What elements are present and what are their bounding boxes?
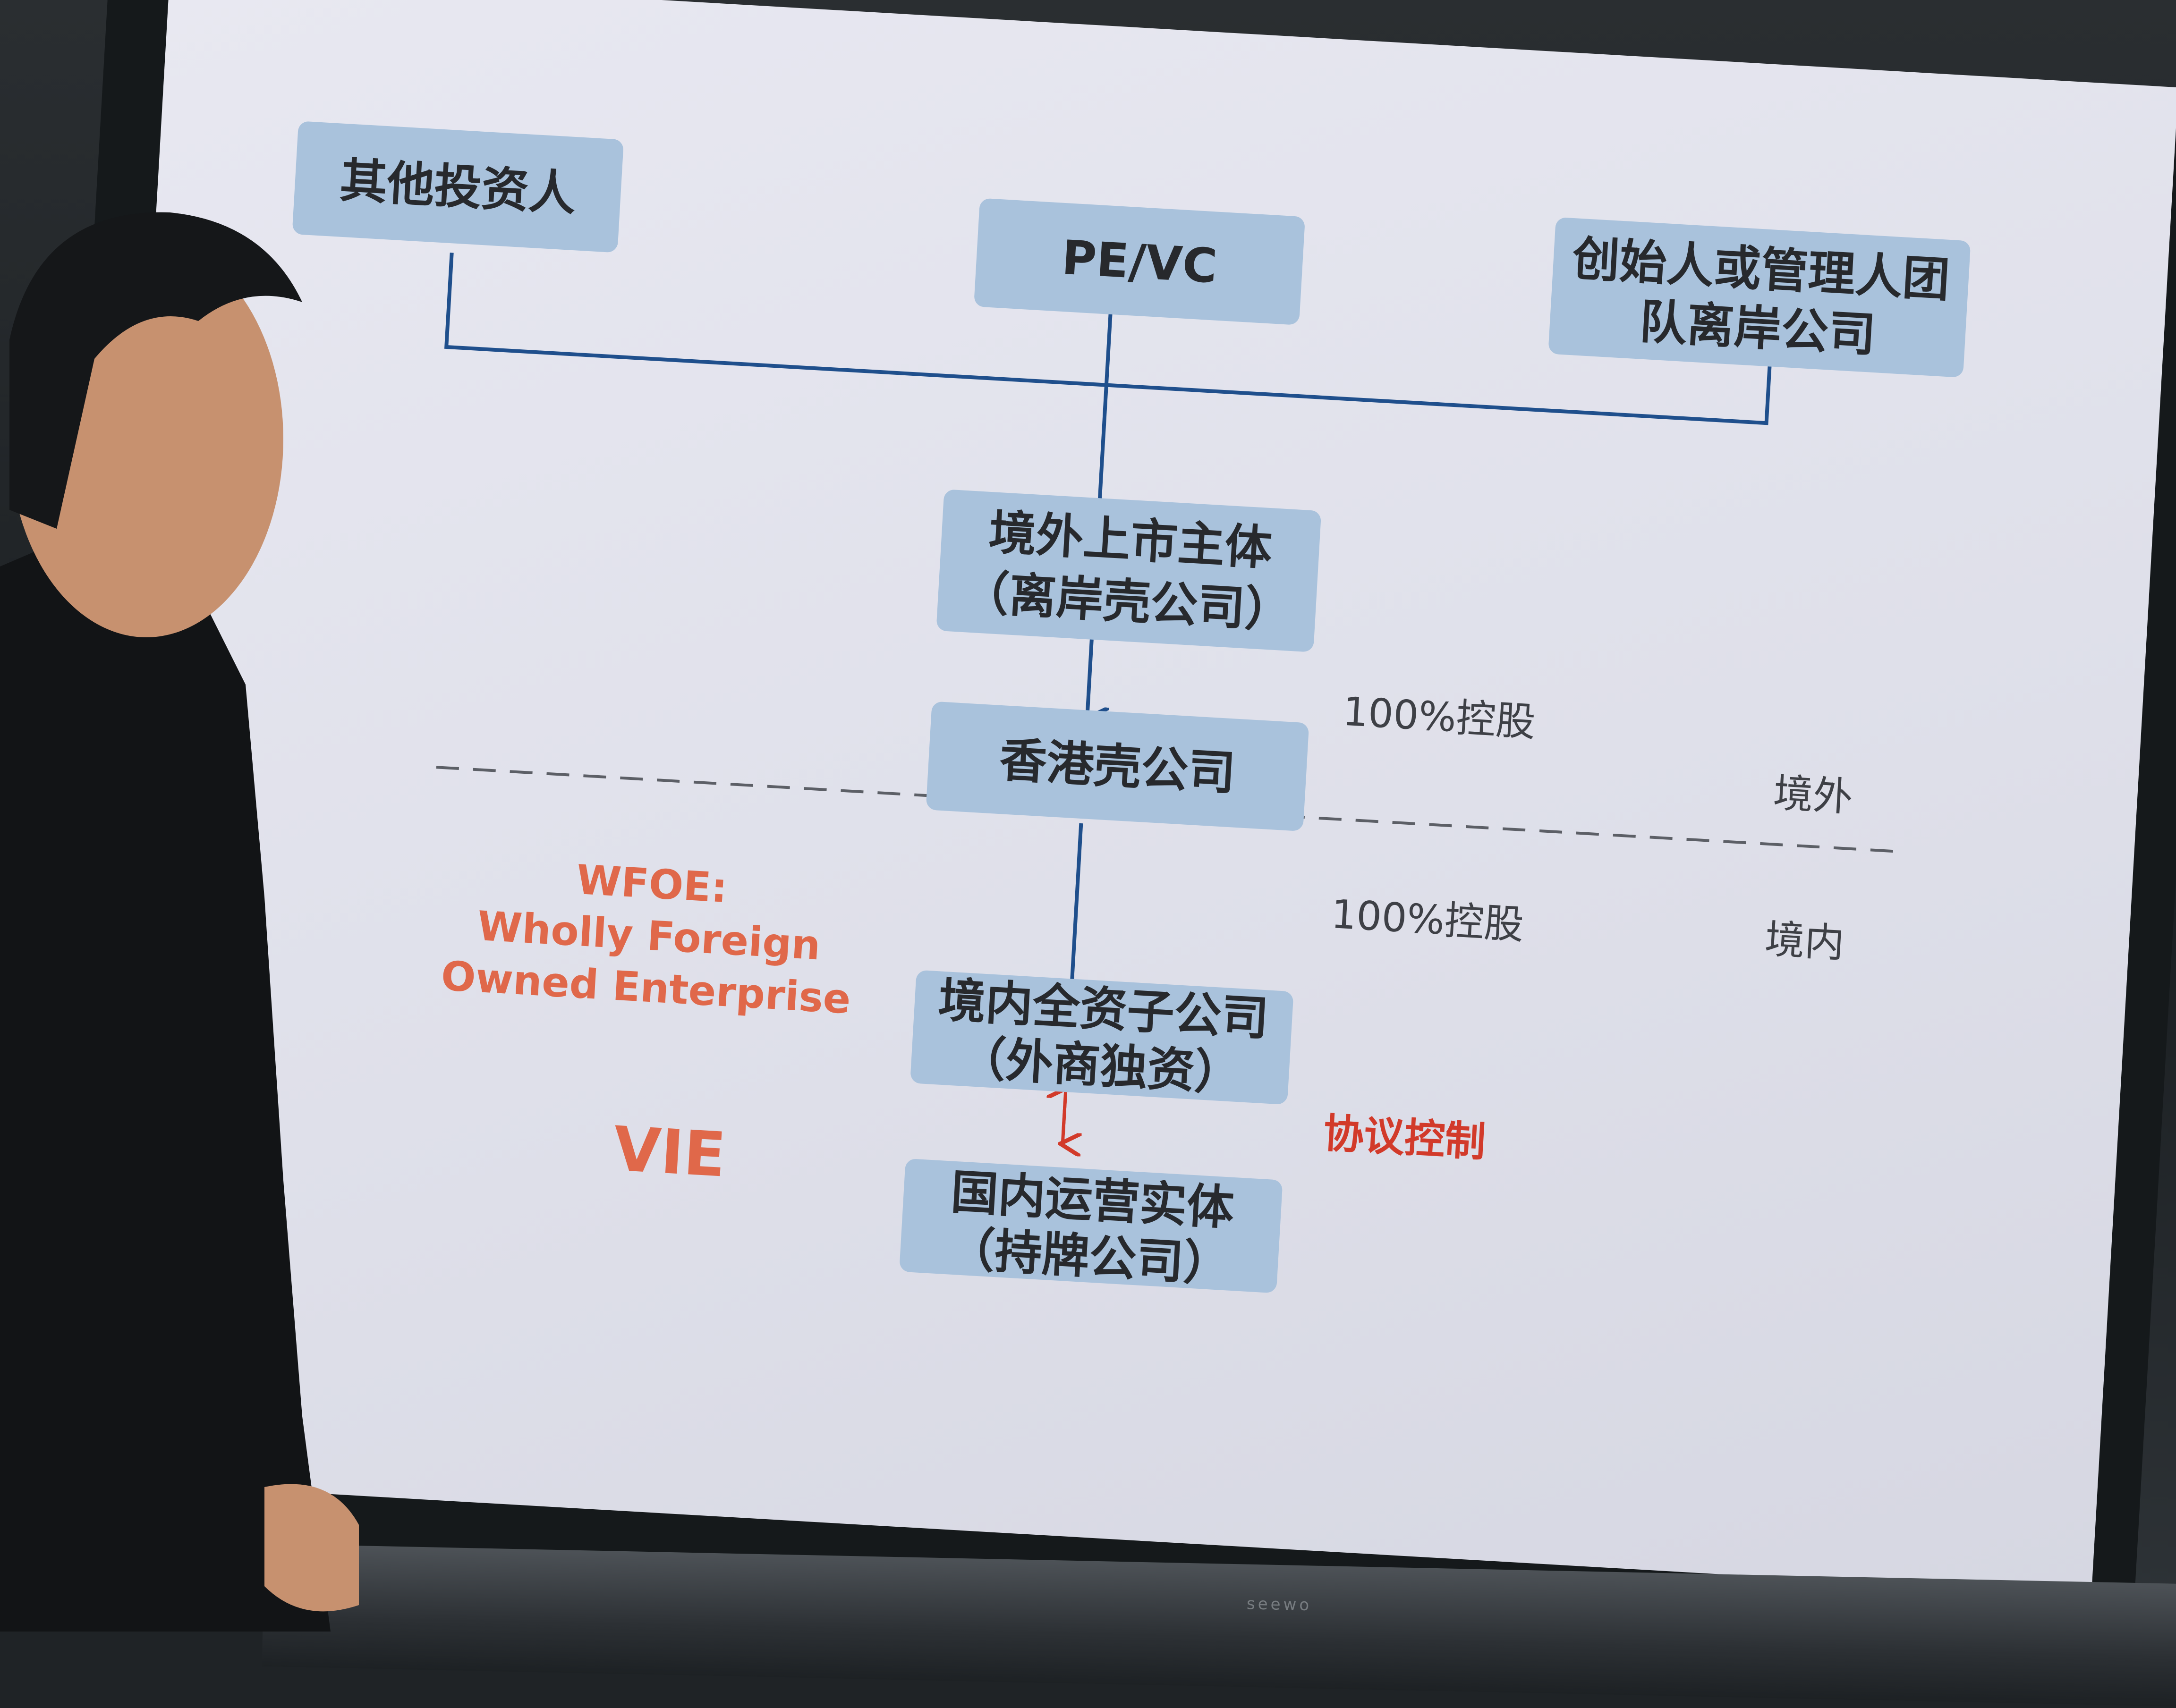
arrow-pe-to-listed bbox=[1099, 309, 1111, 512]
presenter-hand bbox=[264, 1484, 359, 1612]
holding-label-1: 100%控股 bbox=[1342, 688, 1537, 745]
pe-vc-label: PE/VC bbox=[1060, 230, 1218, 294]
presenter-body bbox=[0, 538, 331, 1632]
founders-label-line2: 队离岸公司 bbox=[1638, 294, 1877, 363]
holding-label-2: 100%控股 bbox=[1330, 891, 1525, 948]
box-pe-vc: PE/VC bbox=[974, 198, 1305, 325]
hk-shell-label: 香港壳公司 bbox=[998, 732, 1237, 801]
vie-label: VIE bbox=[612, 1113, 728, 1191]
box-founders: 创始人或管理人团 队离岸公司 bbox=[1548, 218, 1971, 377]
wfoe-title: WFOE: bbox=[575, 856, 729, 912]
box-other-investors: 其他投资人 bbox=[292, 121, 623, 253]
presentation-slide: 其他投资人 PE/VC 创始人或管理人团 队离岸公司 境外上市主体 （离岸壳公司… bbox=[83, 0, 2176, 1596]
box-operating-entity: 国内运营实体 （持牌公司） bbox=[900, 1159, 1283, 1293]
agreement-arrows bbox=[1062, 1087, 1066, 1144]
offshore-label: 境外 bbox=[1772, 769, 1854, 820]
arrow-agreement-down bbox=[1062, 1101, 1065, 1144]
monitor-brand: seewo bbox=[1246, 1594, 1312, 1615]
other-investors-label: 其他投资人 bbox=[339, 153, 578, 222]
wfoe-annotation: WFOE: Wholly Foreign Owned Enterprise bbox=[440, 856, 852, 1023]
box-listed-entity: 境外上市主体 （离岸壳公司） bbox=[936, 490, 1321, 652]
arrow-hk-to-wfoe bbox=[1071, 823, 1081, 998]
onshore-label: 境内 bbox=[1764, 916, 1845, 967]
presenter bbox=[0, 212, 359, 1632]
box-hk-shell: 香港壳公司 bbox=[926, 702, 1309, 831]
box-wfoe: 境内全资子公司 （外商独资） bbox=[910, 970, 1293, 1104]
agreement-control-label: 协议控制 bbox=[1322, 1110, 1487, 1167]
connector-lines bbox=[444, 253, 1772, 1036]
arrow-listed-to-hk bbox=[1087, 634, 1092, 720]
presenter-hair bbox=[9, 212, 302, 529]
vie-structure-diagram: 其他投资人 PE/VC 创始人或管理人团 队离岸公司 境外上市主体 （离岸壳公司… bbox=[292, 121, 1971, 1293]
